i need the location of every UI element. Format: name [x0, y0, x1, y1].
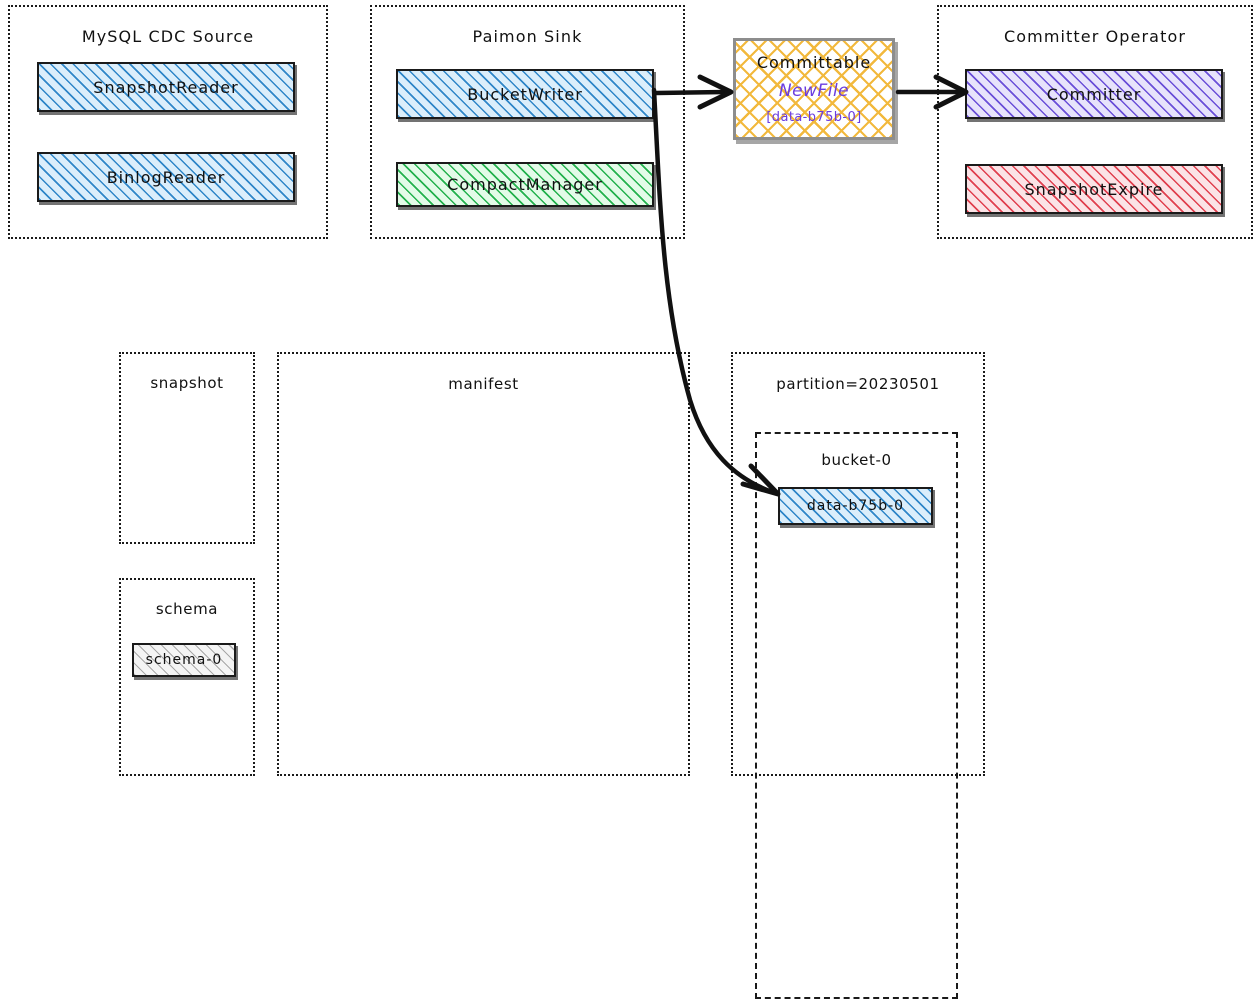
node-data-file[interactable]: data-b75b-0 — [778, 487, 933, 525]
group-manifest: manifest — [277, 352, 690, 776]
group-snapshot: snapshot — [119, 352, 255, 544]
node-committer[interactable]: Committer — [965, 69, 1223, 119]
group-title-mysql-cdc-source: MySQL CDC Source — [81, 27, 255, 46]
group-partition: partition=20230501 bucket-0 data-b75b-0 — [731, 352, 985, 999]
node-label-data-file: data-b75b-0 — [806, 498, 905, 514]
node-compact-manager[interactable]: CompactManager — [396, 162, 654, 207]
group-title-committer-operator: Committer Operator — [1003, 27, 1187, 46]
node-snapshot-expire[interactable]: SnapshotExpire — [965, 164, 1223, 214]
node-label-snapshot-reader: SnapshotReader — [93, 77, 239, 97]
group-mysql-cdc-source: MySQL CDC Source SnapshotReader BinlogRe… — [8, 5, 328, 239]
group-title-snapshot: snapshot — [150, 374, 224, 392]
node-label-committer: Committer — [1046, 84, 1142, 104]
node-label-snapshot-expire: SnapshotExpire — [1024, 179, 1164, 199]
group-title-paimon-sink: Paimon Sink — [472, 27, 583, 46]
node-snapshot-reader[interactable]: SnapshotReader — [37, 62, 295, 112]
group-title-bucket-0: bucket-0 — [821, 451, 892, 469]
committable-box[interactable]: Committable NewFile [data-b75b-0] — [733, 38, 895, 140]
group-bucket-0: bucket-0 data-b75b-0 — [755, 432, 958, 999]
committable-file-ref: [data-b75b-0] — [766, 110, 862, 125]
node-bucket-writer[interactable]: BucketWriter — [396, 69, 654, 119]
node-schema-file[interactable]: schema-0 — [132, 643, 236, 677]
node-label-compact-manager: CompactManager — [447, 175, 603, 194]
node-label-schema-file: schema-0 — [145, 652, 223, 668]
node-binlog-reader[interactable]: BinlogReader — [37, 152, 295, 202]
diagram-canvas: MySQL CDC Source SnapshotReader BinlogRe… — [8, 5, 1253, 999]
committable-kind: NewFile — [778, 81, 850, 101]
group-title-schema: schema — [155, 600, 219, 618]
group-title-partition: partition=20230501 — [776, 375, 940, 393]
group-title-manifest: manifest — [448, 375, 519, 393]
committable-title: Committable — [756, 53, 872, 72]
node-label-binlog-reader: BinlogReader — [106, 167, 226, 187]
node-label-bucket-writer: BucketWriter — [467, 84, 583, 104]
group-schema: schema schema-0 — [119, 578, 255, 776]
group-paimon-sink: Paimon Sink BucketWriter CompactManager — [370, 5, 685, 239]
group-committer-operator: Committer Operator Committer SnapshotExp… — [937, 5, 1253, 239]
